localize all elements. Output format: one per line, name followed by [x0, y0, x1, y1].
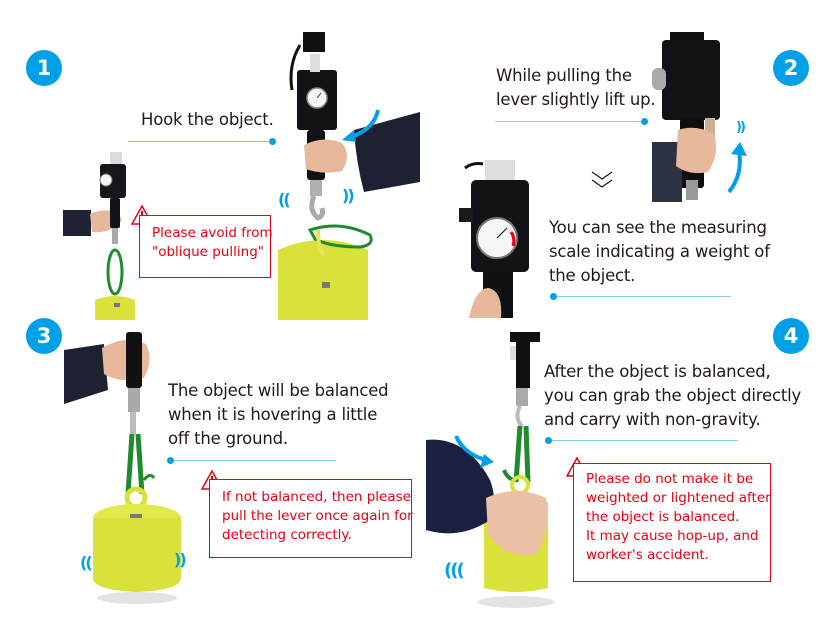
- caption-line: You can see the measuring: [549, 218, 767, 237]
- warning-line: pull the lever once again for: [222, 508, 413, 524]
- warning-line: "oblique pulling": [152, 244, 264, 260]
- double-chevron-down-icon: [591, 171, 613, 188]
- step-3-leader-line: [167, 457, 336, 464]
- motion-mark-right: )): [174, 550, 187, 569]
- step-1-leader-line: [128, 138, 276, 145]
- leader-dot: [545, 437, 552, 444]
- caption-line: After the object is balanced,: [544, 362, 771, 381]
- caption-line: scale indicating a weight of: [549, 242, 770, 261]
- warning-line: It may cause hop-up, and: [586, 528, 759, 544]
- motion-mark-left: ((: [80, 553, 93, 572]
- caption-line: While pulling the: [496, 66, 632, 85]
- step-2-leader-line: [495, 118, 648, 125]
- caption-line: Hook the object.: [141, 110, 274, 129]
- motion-mark-right: )): [342, 186, 355, 205]
- caption-line: you can grab the object directly: [544, 386, 802, 405]
- step-1-number: 1: [36, 56, 52, 80]
- step-3-warning-box: If not balanced, then please pull the le…: [209, 479, 413, 558]
- caption-line: and carry with non-gravity.: [544, 410, 761, 429]
- step-1-hook-photo: [278, 32, 420, 320]
- step-4-badge: 4: [773, 318, 809, 354]
- caption-line: off the ground.: [168, 429, 288, 448]
- motion-mark-left: ((: [278, 190, 291, 209]
- motion-mark-left-triple: (((: [444, 560, 465, 581]
- step-2-badge: 2: [773, 50, 809, 86]
- warning-line: If not balanced, then please: [222, 489, 411, 505]
- step-4-carry-photo: [426, 332, 554, 608]
- step-3-number: 3: [36, 324, 52, 348]
- step-2-caption: While pulling the lever slightly lift up…: [496, 64, 656, 112]
- step-2-lift-photo: [652, 32, 720, 202]
- curved-arrow-icon: [454, 435, 494, 468]
- curved-arrow-up-icon: [727, 142, 747, 194]
- step-2-gauge-photo: [459, 160, 529, 318]
- step-1-warning-box: Please avoid from "oblique pulling": [139, 215, 273, 278]
- leader-dot: [167, 457, 174, 464]
- step-1-badge: 1: [26, 50, 62, 86]
- step-1-caption: Hook the object.: [141, 108, 274, 132]
- warning-line: weighted or lightened after: [586, 490, 771, 506]
- step-3-caption: The object will be balanced when it is h…: [168, 379, 389, 451]
- leader-dot: [550, 293, 557, 300]
- warning-line: worker's accident.: [586, 547, 709, 563]
- leader-dot: [269, 138, 276, 145]
- caption-line: the object.: [549, 266, 636, 285]
- leader-dot: [641, 118, 648, 125]
- step-4-number: 4: [783, 324, 799, 348]
- warning-line: Please do not make it be: [586, 471, 754, 487]
- step-2-sub-caption: You can see the measuring scale indicati…: [549, 216, 770, 288]
- curved-arrow-icon: [342, 109, 380, 142]
- step-2-sub-leader-line: [550, 293, 731, 300]
- motion-mark-right: )): [736, 120, 746, 135]
- caption-line: lever slightly lift up.: [496, 90, 656, 109]
- step-4-warning-box: Please do not make it be weighted or lig…: [573, 463, 771, 582]
- step-3-badge: 3: [26, 318, 62, 354]
- caption-line: The object will be balanced: [168, 381, 389, 400]
- warning-line: Please avoid from: [152, 225, 273, 241]
- step-1-oblique-photo: [63, 152, 135, 320]
- step-2-number: 2: [783, 56, 799, 80]
- warning-line: the object is balanced.: [586, 509, 740, 525]
- step-4-caption: After the object is balanced, you can gr…: [544, 360, 801, 432]
- warning-line: detecting correctly.: [222, 527, 352, 543]
- step-4-leader-line: [545, 437, 738, 444]
- caption-line: when it is hovering a little: [168, 405, 378, 424]
- step-3-balance-photo: [64, 332, 181, 604]
